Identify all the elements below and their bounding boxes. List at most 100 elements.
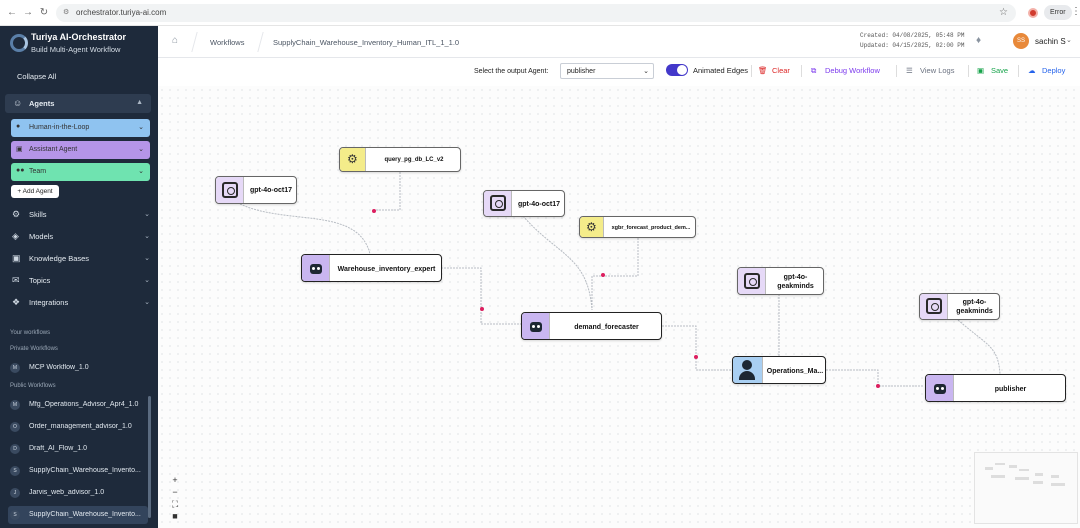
workflow-item[interactable]: M Mfg_Operations_Advisor_Apr4_1.0 bbox=[8, 396, 148, 414]
assistant-node-publisher[interactable]: publisher bbox=[925, 374, 1066, 402]
cube-icon: ◈ bbox=[12, 231, 19, 241]
list-icon: ☰ bbox=[906, 66, 913, 75]
agent-type-label: Assistant Agent bbox=[29, 146, 78, 153]
sidebar-item-knowledge-bases[interactable]: ▣ Knowledge Bases ⌄ bbox=[0, 251, 158, 267]
chat-icon: ✉ bbox=[12, 275, 20, 285]
bell-icon[interactable]: ♦ bbox=[976, 35, 982, 46]
minimap-preview bbox=[985, 463, 1065, 486]
home-icon[interactable]: ⌂ bbox=[172, 35, 179, 46]
browser-menu-icon[interactable]: ⋮ bbox=[1071, 6, 1080, 17]
model-node-gpt-4o-geakminds[interactable]: gpt-4o- geakminds bbox=[737, 267, 824, 295]
add-agent-button[interactable]: + Add Agent bbox=[11, 185, 59, 198]
sidebar-item-models[interactable]: ◈ Models ⌄ bbox=[0, 229, 158, 245]
save-button[interactable]: ▣ Save bbox=[977, 64, 1008, 78]
save-label: Save bbox=[991, 66, 1009, 75]
fit-view-button[interactable]: ⛶ bbox=[171, 499, 179, 509]
zoom-in-button[interactable]: + bbox=[172, 475, 178, 485]
model-icon-area bbox=[738, 268, 766, 294]
bookmark-star-icon[interactable]: ☆ bbox=[999, 7, 1008, 18]
workflow-canvas[interactable]: gpt-4o-oct17 ⚙ query_pg_db_LC_v2 Warehou… bbox=[158, 86, 1080, 528]
workflow-item[interactable]: M MCP Workflow_1.0 bbox=[8, 359, 148, 377]
chip-icon bbox=[744, 273, 760, 289]
assistant-node-warehouse-inventory-expert[interactable]: Warehouse_inventory_expert bbox=[301, 254, 442, 282]
edge-handle[interactable] bbox=[876, 384, 880, 388]
animated-edges-label: Animated Edges bbox=[693, 66, 749, 75]
site-info-icon[interactable]: ⚙ bbox=[63, 9, 70, 16]
toolbar-separator bbox=[801, 65, 802, 77]
toolbar-separator bbox=[968, 65, 969, 77]
user-name[interactable]: sachin S bbox=[1035, 37, 1066, 46]
minimap-node bbox=[1019, 469, 1029, 471]
url-text: orchestrator.turiya-ai.com bbox=[76, 8, 167, 17]
view-logs-button[interactable]: ☰View Logs bbox=[906, 64, 954, 78]
toolbar-separator bbox=[751, 65, 752, 77]
edge-handle[interactable] bbox=[480, 307, 484, 311]
team-icon: ●● bbox=[16, 167, 25, 174]
agents-section-header[interactable]: ☺ Agents ▲ bbox=[5, 94, 151, 113]
toolbar-separator bbox=[1018, 65, 1019, 77]
agent-type-assistant[interactable]: ▣ Assistant Agent ⌄ bbox=[11, 141, 150, 159]
address-bar[interactable]: ⚙ orchestrator.turiya-ai.com ☆ bbox=[56, 4, 1016, 22]
zoom-controls: + − ⛶ ■ bbox=[168, 474, 182, 522]
workflow-item[interactable]: J Jarvis_web_advisor_1.0 bbox=[8, 484, 148, 502]
debug-workflow-button[interactable]: ⧉ Debug Workflow bbox=[811, 64, 880, 78]
agent-type-team[interactable]: ●● Team ⌄ bbox=[11, 163, 150, 181]
edge bbox=[957, 319, 1001, 375]
edge bbox=[239, 203, 371, 255]
workflow-item[interactable]: O Order_management_advisor_1.0 bbox=[8, 418, 148, 436]
edge-handle[interactable] bbox=[694, 355, 698, 359]
deploy-label: Deploy bbox=[1042, 66, 1066, 75]
node-label: gpt-4o- geakminds bbox=[956, 299, 993, 315]
sidebar-item-label: Topics bbox=[29, 276, 51, 285]
agent-type-human-in-the-loop[interactable]: ● Human-in-the-Loop ⌄ bbox=[11, 119, 150, 137]
save-icon: ▣ bbox=[977, 66, 985, 75]
public-workflows-heading: Public Workflows bbox=[10, 383, 56, 389]
chevron-down-icon: ⌄ bbox=[138, 168, 144, 175]
breadcrumb-workflows[interactable]: Workflows bbox=[210, 38, 245, 47]
lock-icon[interactable]: ■ bbox=[172, 511, 178, 521]
gear-icon: ⚙ bbox=[12, 209, 21, 219]
reload-icon[interactable]: ↻ bbox=[39, 7, 49, 18]
chevron-down-icon[interactable]: ⌄ bbox=[1066, 37, 1072, 44]
assistant-icon-area bbox=[522, 313, 550, 339]
sidebar-scrollbar[interactable] bbox=[148, 396, 151, 518]
minimap-node bbox=[1051, 475, 1059, 478]
workflow-badge: S bbox=[10, 466, 20, 476]
deploy-button[interactable]: ☁Deploy bbox=[1028, 64, 1065, 78]
zoom-out-button[interactable]: − bbox=[172, 487, 178, 497]
workflow-item-active[interactable]: S SupplyChain_Warehouse_Invento... bbox=[8, 506, 148, 524]
avatar[interactable]: SS bbox=[1013, 33, 1029, 49]
assistant-node-demand-forecaster[interactable]: demand_forecaster bbox=[521, 312, 662, 340]
sidebar-item-topics[interactable]: ✉ Topics ⌄ bbox=[0, 273, 158, 289]
edge-handle[interactable] bbox=[601, 273, 605, 277]
forward-icon[interactable]: → bbox=[23, 7, 33, 18]
error-button[interactable]: Error bbox=[1044, 5, 1072, 20]
debug-label: Debug Workflow bbox=[825, 66, 880, 75]
sidebar-item-skills[interactable]: ⚙ Skills ⌄ bbox=[0, 207, 158, 223]
debug-icon: ⧉ bbox=[811, 66, 817, 75]
clear-button[interactable]: 🗑Clear bbox=[758, 64, 790, 78]
agent-type-label: Team bbox=[29, 168, 47, 175]
workflow-item[interactable]: S SupplyChain_Warehouse_Invento... bbox=[8, 462, 148, 480]
collapse-all-button[interactable]: Collapse All bbox=[17, 72, 57, 81]
extension-icon[interactable] bbox=[1028, 8, 1038, 18]
animated-edges-toggle[interactable] bbox=[666, 64, 688, 76]
back-icon[interactable]: ← bbox=[7, 7, 17, 18]
output-agent-select[interactable]: publisher ⌄ bbox=[560, 63, 654, 79]
workflow-badge: S bbox=[10, 510, 20, 520]
minimap-node bbox=[1051, 483, 1065, 486]
skill-node-xgbr-forecast[interactable]: ⚙ xgbr_forecast_product_dem... bbox=[579, 216, 696, 238]
clear-label: Clear bbox=[772, 66, 790, 75]
agents-label: Agents bbox=[29, 99, 55, 108]
model-node-gpt-4o-oct17[interactable]: gpt-4o-oct17 bbox=[483, 190, 565, 217]
human-node-operations-manager[interactable]: Operations_Ma... bbox=[732, 356, 826, 384]
minimap[interactable] bbox=[974, 452, 1078, 524]
skill-node-query-pg-db[interactable]: ⚙ query_pg_db_LC_v2 bbox=[339, 147, 461, 172]
workflow-item[interactable]: D Draft_AI_Flow_1.0 bbox=[8, 440, 148, 458]
output-agent-label: Select the output Agent: bbox=[474, 68, 549, 75]
model-node-gpt-4o-geakminds[interactable]: gpt-4o- geakminds bbox=[919, 293, 1000, 320]
sidebar-item-integrations[interactable]: ❖ Integrations ⌄ bbox=[0, 295, 158, 311]
edge-handle[interactable] bbox=[372, 209, 376, 213]
model-node-gpt-4o-oct17[interactable]: gpt-4o-oct17 bbox=[215, 176, 297, 204]
minimap-node bbox=[1035, 473, 1043, 476]
